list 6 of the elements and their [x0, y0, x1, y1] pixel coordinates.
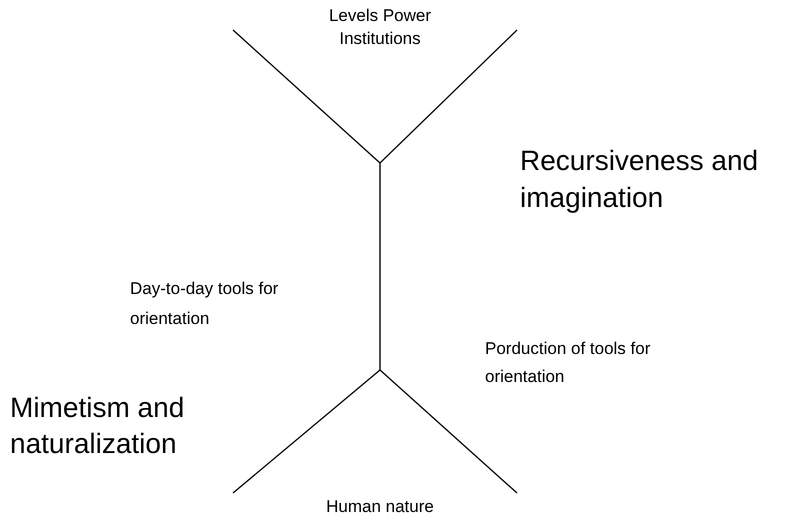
- label-text: Levels Power Institutions: [328, 5, 432, 50]
- label-text: Day-to-day tools for orientation: [130, 278, 280, 330]
- label-text: Porduction of tools for orientation: [485, 338, 652, 388]
- heading-text: Recursiveness and imagination: [520, 144, 760, 215]
- heading-text: Mimetism and naturalization: [10, 391, 186, 461]
- label-text: Human nature: [325, 496, 435, 518]
